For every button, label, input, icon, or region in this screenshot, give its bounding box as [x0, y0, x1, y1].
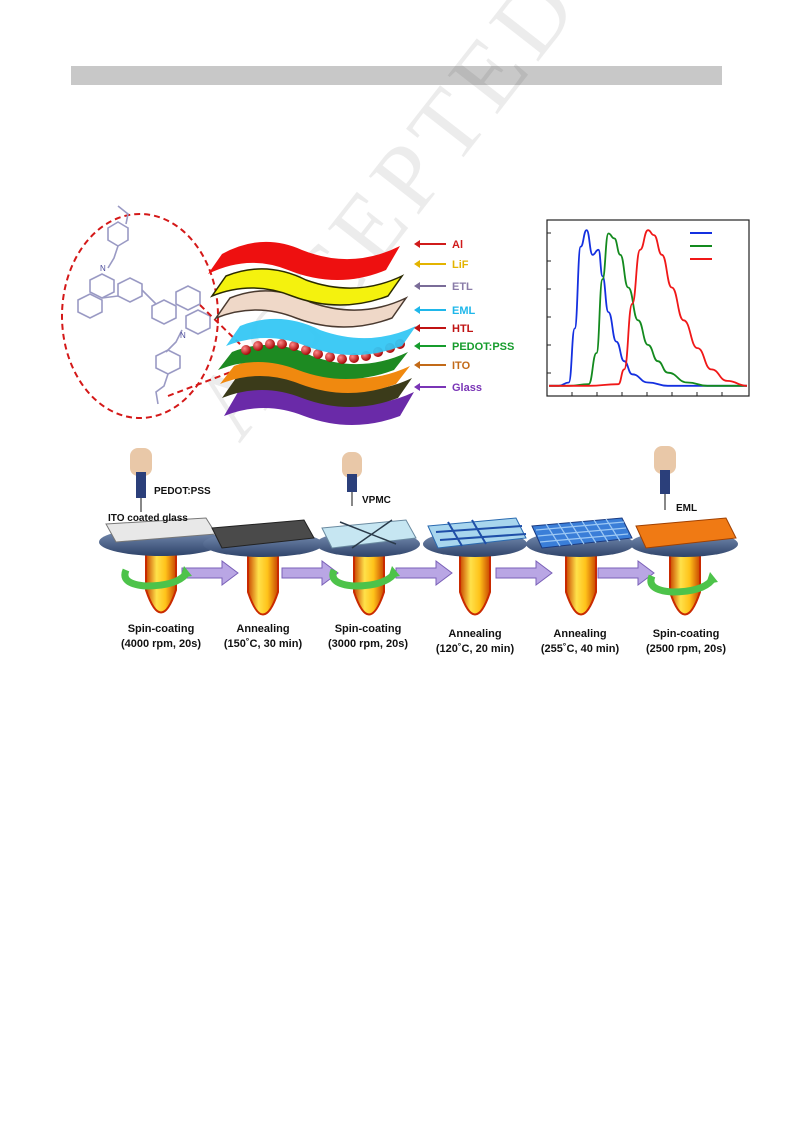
svg-text:(4000 rpm, 20s): (4000 rpm, 20s): [121, 638, 201, 650]
layer-label-eml: EML: [414, 305, 476, 317]
svg-text:EML: EML: [452, 305, 476, 317]
svg-text:Glass: Glass: [452, 382, 482, 394]
process-step-6: EML Spin-coating (2500 rpm, 20s): [630, 446, 738, 655]
svg-text:N: N: [180, 331, 186, 340]
molecule-structure: N N: [61, 205, 245, 419]
svg-text:(255˚C, 40 min): (255˚C, 40 min): [541, 643, 620, 655]
svg-text:Annealing: Annealing: [448, 628, 501, 640]
process-step-2: Annealing (150˚C, 30 min): [203, 519, 323, 650]
svg-text:ETL: ETL: [452, 281, 473, 293]
spin-arrow-icon: [329, 568, 397, 590]
svg-text:VPMC: VPMC: [362, 495, 391, 506]
layer-label-ito: ITO: [414, 360, 471, 372]
process-arrow-1: [181, 560, 239, 586]
svg-text:Al: Al: [452, 239, 463, 251]
layer-label-etl: ETL: [414, 281, 473, 293]
process-arrow-3: [395, 560, 453, 586]
process-step-4: Annealing (120˚C, 20 min): [423, 517, 527, 655]
svg-text:EML: EML: [676, 503, 697, 514]
chart-ticks: [547, 232, 723, 396]
svg-text:Annealing: Annealing: [553, 628, 606, 640]
svg-text:HTL: HTL: [452, 323, 474, 335]
chart-series-line-1: [549, 232, 747, 387]
process-step-1: PEDOT:PSS ITO coated glass Spin-coating …: [99, 448, 223, 650]
svg-text:PEDOT:PSS: PEDOT:PSS: [154, 486, 211, 497]
layer-label-htl: HTL: [414, 323, 474, 335]
process-arrow-4: [495, 560, 553, 586]
svg-text:Spin-coating: Spin-coating: [335, 623, 402, 635]
svg-text:ITO: ITO: [452, 360, 471, 372]
svg-text:Spin-coating: Spin-coating: [128, 623, 195, 635]
svg-text:PEDOT:PSS: PEDOT:PSS: [452, 341, 514, 353]
svg-text:(3000 rpm, 20s): (3000 rpm, 20s): [328, 638, 408, 650]
layer-label-al: Al: [414, 239, 463, 251]
svg-text:(120˚C, 20 min): (120˚C, 20 min): [436, 643, 515, 655]
process-step-5: Annealing (255˚C, 40 min): [526, 517, 634, 655]
fabrication-process: PEDOT:PSS ITO coated glass Spin-coating …: [99, 446, 738, 655]
layer-label-glass: Glass: [414, 382, 482, 394]
spin-arrow-icon: [121, 568, 189, 590]
page-header-bar: [71, 66, 722, 85]
device-layer-stack: [208, 241, 416, 425]
pipette-icon: [342, 452, 362, 506]
svg-text:N: N: [100, 264, 106, 273]
process-arrow-2: [281, 560, 339, 586]
svg-text:Annealing: Annealing: [236, 623, 289, 635]
chart-frame: [546, 219, 750, 397]
pipette-icon: [130, 448, 152, 512]
process-arrows: [181, 560, 655, 586]
layer-labels: Al LiF ETL EML HTL PEDOT:PSS ITO Glass: [414, 239, 514, 394]
layer-label-lif: LiF: [414, 259, 469, 271]
svg-text:(150˚C, 30 min): (150˚C, 30 min): [224, 638, 303, 650]
layer-label-pedot: PEDOT:PSS: [414, 341, 514, 353]
el-spectra-chart: [546, 219, 750, 397]
svg-text:LiF: LiF: [452, 259, 469, 271]
chart-series-line-0: [549, 229, 747, 387]
process-step-3: VPMC Spin-coating (3000 rpm, 20s): [316, 452, 420, 650]
svg-text:ITO coated glass: ITO coated glass: [108, 513, 188, 524]
process-arrow-5: [597, 560, 655, 586]
svg-text:(2500 rpm, 20s): (2500 rpm, 20s): [646, 643, 726, 655]
svg-text:Spin-coating: Spin-coating: [653, 628, 720, 640]
pipette-icon: [654, 446, 676, 510]
chart-series-line-2: [549, 229, 748, 387]
spin-arrow-icon: [647, 574, 715, 596]
chart-legend: [690, 232, 712, 260]
